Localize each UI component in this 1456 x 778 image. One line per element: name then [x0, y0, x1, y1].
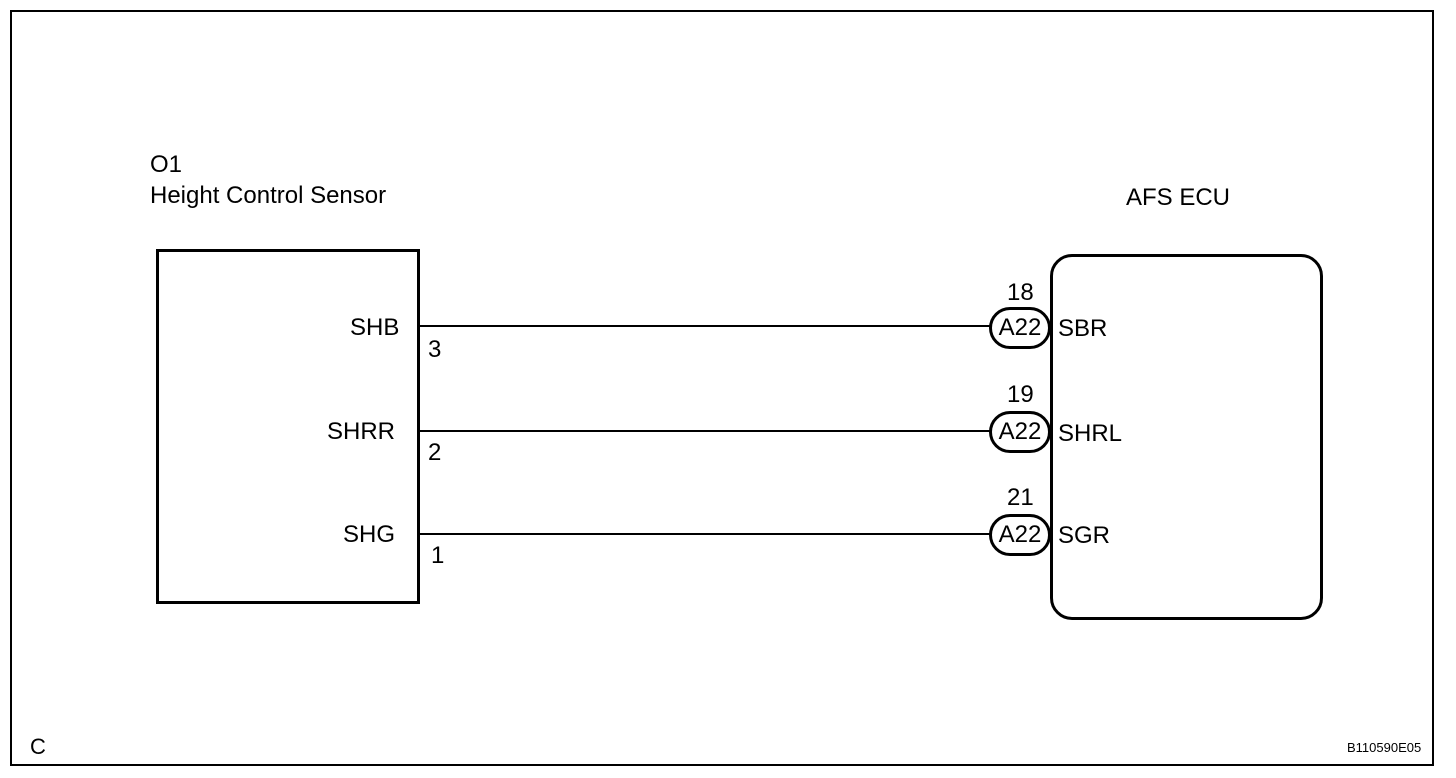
diagram-frame: [10, 10, 1434, 766]
wire-shrr-shrl: [420, 430, 990, 432]
ecu-name: AFS ECU: [1126, 184, 1231, 211]
sensor-pin-number: 2: [428, 439, 442, 466]
connector-a22-badge: A22: [989, 307, 1051, 349]
sensor-pin-number: 3: [428, 336, 442, 363]
sensor-terminal-label: SHG: [343, 521, 396, 548]
sensor-pin-number: 1: [431, 542, 445, 569]
sensor-code: O1: [150, 151, 183, 178]
height-control-sensor-box: [156, 249, 420, 604]
sensor-terminal-label: SHB: [350, 314, 400, 341]
ecu-pin-number: 21: [1007, 484, 1034, 511]
connector-a22-badge: A22: [989, 411, 1051, 453]
ecu-terminal-label: SBR: [1058, 315, 1108, 342]
wire-shb-sbr: [420, 325, 990, 327]
corner-label: C: [30, 734, 46, 759]
sensor-name: Height Control Sensor: [150, 182, 387, 209]
ecu-terminal-label: SHRL: [1058, 420, 1123, 447]
afs-ecu-box: [1050, 254, 1323, 620]
figure-id: B110590E05: [1347, 740, 1422, 755]
ecu-pin-number: 19: [1007, 381, 1034, 408]
sensor-terminal-label: SHRR: [327, 418, 396, 445]
connector-a22-badge: A22: [989, 514, 1051, 556]
wire-shg-sgr: [420, 533, 990, 535]
ecu-pin-number: 18: [1007, 279, 1034, 306]
ecu-terminal-label: SGR: [1058, 522, 1111, 549]
